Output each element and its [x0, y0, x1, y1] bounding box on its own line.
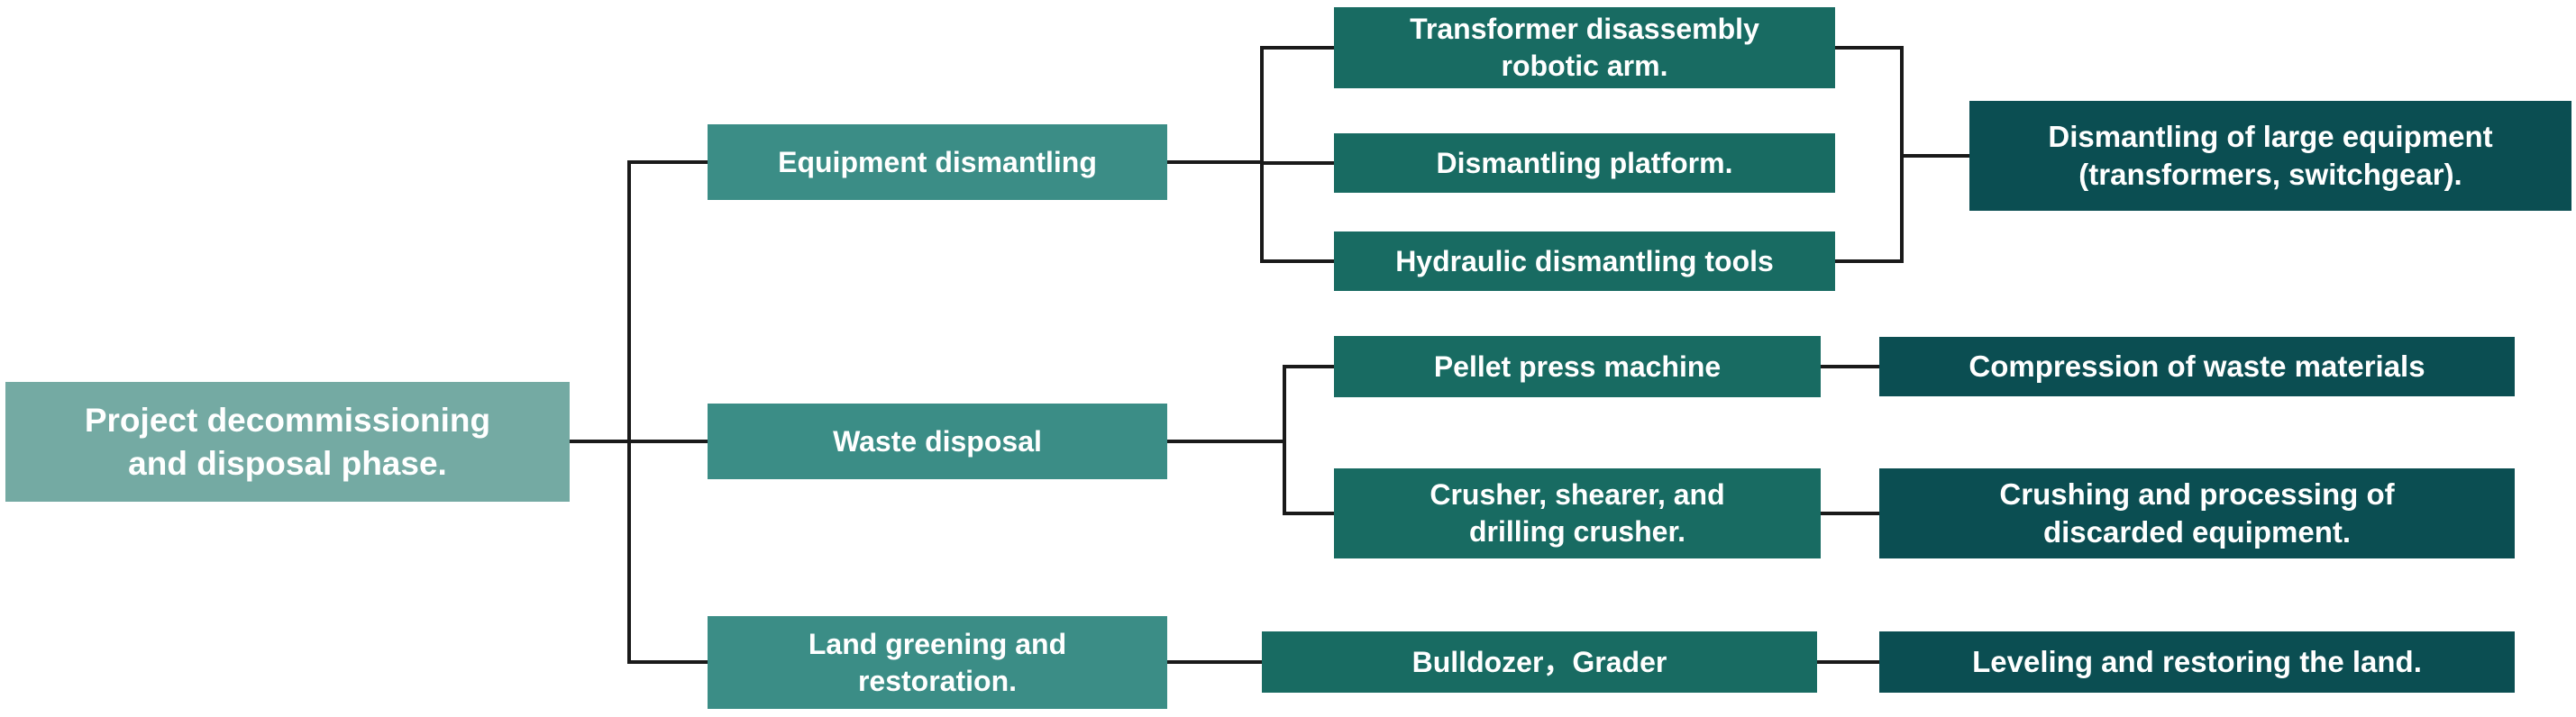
node-outcome-leveling-restoring: Leveling and restoring the land. [1879, 631, 2515, 693]
connector-trunk-vertical [627, 160, 631, 664]
connector-waste-bracket-vertical [1283, 365, 1286, 515]
node-tool-pellet-press: Pellet press machine [1334, 336, 1821, 397]
connector-trunk-to-land [627, 660, 708, 664]
connector-bracket-to-crusher [1283, 512, 1334, 515]
connector-trunk-to-equipment [627, 160, 708, 164]
connector-equipment-bracket-vertical [1260, 46, 1264, 263]
node-branch-land-greening: Land greening and restoration. [708, 616, 1167, 709]
connector-hydraulic-to-rightbracket [1835, 259, 1904, 263]
connector-bracket-to-pellet [1283, 365, 1334, 368]
node-tool-hydraulic-tools: Hydraulic dismantling tools [1334, 231, 1835, 291]
node-outcome-compression-waste: Compression of waste materials [1879, 337, 2515, 396]
connector-equipment-to-bracket [1167, 160, 1262, 164]
node-outcome-crushing-processing: Crushing and processing of discarded equ… [1879, 468, 2515, 558]
node-root-phase: Project decommissioning and disposal pha… [5, 382, 570, 502]
node-outcome-dismantling-large-equipment: Dismantling of large equipment (transfor… [1969, 101, 2571, 211]
node-tool-transformer-robotic-arm: Transformer disassembly robotic arm. [1334, 7, 1835, 88]
connector-transformer-to-rightbracket [1835, 46, 1904, 50]
connector-bracket-to-hydraulic [1260, 259, 1334, 263]
node-tool-crusher-shearer: Crusher, shearer, and drilling crusher. [1334, 468, 1821, 558]
connector-waste-to-bracket [1167, 440, 1284, 443]
node-branch-equipment-dismantling: Equipment dismantling [708, 124, 1167, 200]
node-tool-bulldozer-grader: Bulldozer，Grader [1262, 631, 1817, 693]
connector-bulldozer-to-leveling [1817, 660, 1879, 664]
connector-bracket-to-transformer [1260, 46, 1334, 50]
connector-root-to-waste [570, 440, 708, 443]
connector-bracket-to-platform [1260, 161, 1334, 165]
node-branch-waste-disposal: Waste disposal [708, 404, 1167, 479]
connector-crusher-to-crushing [1821, 512, 1879, 515]
connector-pellet-to-compression [1821, 365, 1879, 368]
connector-rightbracket-to-dismantling-outcome [1900, 154, 1969, 158]
connector-land-to-bulldozer [1167, 660, 1262, 664]
node-tool-dismantling-platform: Dismantling platform. [1334, 133, 1835, 193]
